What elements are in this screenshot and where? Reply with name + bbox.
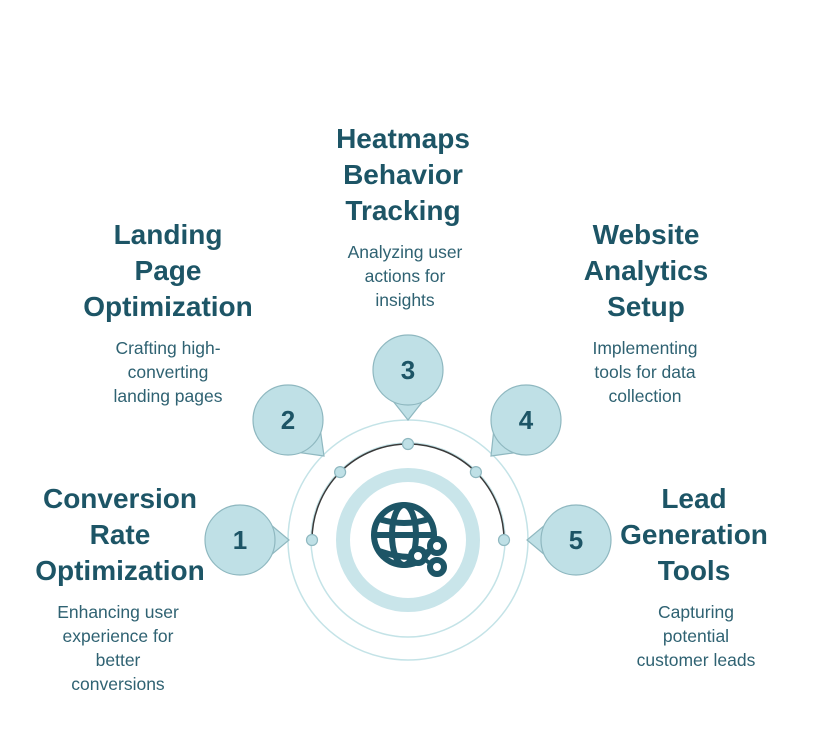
step-3-bubble-fill xyxy=(374,336,442,404)
step-2-description: Crafting high- converting landing pages xyxy=(113,338,223,406)
arc-marker-2 xyxy=(334,466,347,479)
step-4-number: 4 xyxy=(519,405,534,435)
step-2-title: Landing Page Optimization xyxy=(83,219,253,322)
center-disc xyxy=(351,483,465,597)
step-3-number: 3 xyxy=(401,355,415,385)
step-4-description: Implementing tools for data collection xyxy=(592,338,698,406)
step-2-bubble: 2 xyxy=(252,384,325,457)
step-1-number: 1 xyxy=(233,525,247,555)
step-5-number: 5 xyxy=(569,525,583,555)
step-1-bubble: 1 xyxy=(204,504,290,576)
step-4-bubble-fill xyxy=(492,386,560,454)
step-4-bubble: 4 xyxy=(490,384,562,457)
step-5-bubble-fill xyxy=(542,506,610,574)
arc-marker-1 xyxy=(305,533,319,547)
step-1-description: Enhancing user experience for better con… xyxy=(57,602,179,694)
step-5-title: Lead Generation Tools xyxy=(620,483,768,586)
step-2-bubble-fill xyxy=(254,386,322,454)
step-3-title: Heatmaps Behavior Tracking xyxy=(336,123,470,226)
arc-marker-4 xyxy=(469,466,482,479)
step-5-description: Capturing potential customer leads xyxy=(636,602,756,670)
arc-marker-5 xyxy=(497,533,511,547)
globe-network-icon xyxy=(371,502,447,577)
step-3-bubble: 3 xyxy=(372,334,444,421)
step-4-title: Website Analytics Setup xyxy=(583,219,709,322)
step-2-number: 2 xyxy=(281,405,295,435)
arc-marker-3 xyxy=(401,437,415,451)
step-5-bubble: 5 xyxy=(526,504,612,576)
center-ring xyxy=(336,468,480,612)
step-1-title: Conversion Rate Optimization xyxy=(35,483,205,586)
step-1-bubble-fill xyxy=(206,506,274,574)
step-3-description: Analyzing user actions for insights xyxy=(347,242,463,310)
